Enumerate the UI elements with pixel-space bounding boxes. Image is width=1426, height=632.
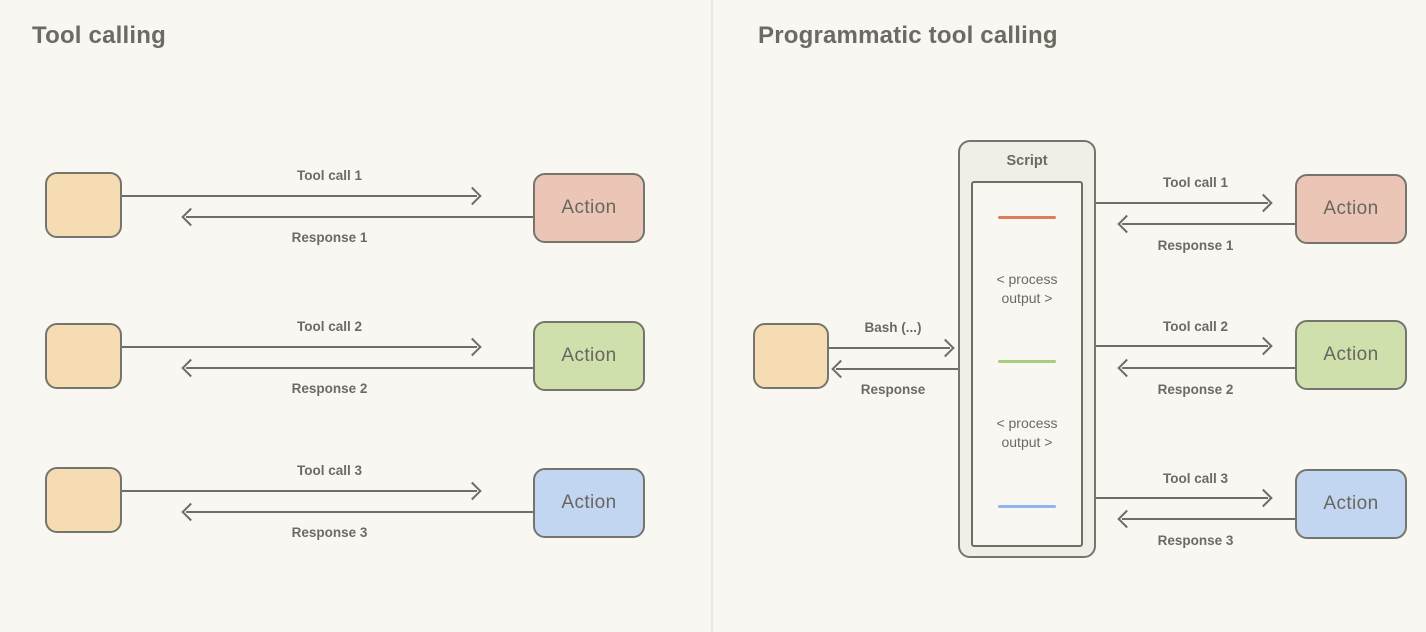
action-box: Action — [1295, 469, 1407, 539]
tool-call-arrow-icon — [122, 346, 477, 348]
tool-call-label: Tool call 3 — [1162, 471, 1228, 486]
agent-box — [753, 323, 829, 389]
agent-box — [45, 323, 122, 389]
tool-call-arrow-icon — [1096, 202, 1268, 204]
tool-call-label: Tool call 3 — [296, 463, 362, 478]
action-box: Action — [533, 321, 645, 391]
code-snippet-orange-icon — [998, 216, 1056, 219]
tool-call-label: Tool call 1 — [296, 168, 362, 183]
bash-call-label: Bash (...) — [864, 320, 922, 335]
code-snippet-blue-icon — [998, 505, 1056, 508]
response-arrow-icon — [1122, 223, 1295, 225]
agent-box — [45, 467, 122, 533]
response-arrow-icon — [1122, 518, 1295, 520]
tool-call-arrow-icon — [1096, 345, 1268, 347]
response-arrow-icon — [186, 511, 537, 513]
response-label: Response 1 — [291, 230, 368, 245]
tool-call-label: Tool call 1 — [1162, 175, 1228, 190]
tool-call-label: Tool call 2 — [296, 319, 362, 334]
right-panel-title: Programmatic tool calling — [758, 22, 1058, 49]
script-code-panel: < process output > < process output > — [971, 181, 1083, 547]
response-label: Response 3 — [291, 525, 368, 540]
process-output-text: < process output > — [996, 271, 1058, 306]
response-label: Response 3 — [1157, 533, 1234, 548]
script-title: Script — [1006, 153, 1048, 169]
action-box: Action — [1295, 174, 1407, 244]
response-label: Response 1 — [1157, 238, 1234, 253]
agent-box — [45, 172, 122, 238]
bash-arrow-icon — [828, 347, 950, 349]
code-snippet-green-icon — [998, 360, 1056, 363]
tool-call-arrow-icon — [122, 195, 477, 197]
tool-call-arrow-icon — [1096, 497, 1268, 499]
left-panel-title: Tool calling — [32, 22, 166, 49]
action-box: Action — [533, 173, 645, 243]
response-label: Response 2 — [1157, 382, 1234, 397]
response-arrow-icon — [1122, 367, 1295, 369]
tool-call-arrow-icon — [122, 490, 477, 492]
script-response-arrow-icon — [836, 368, 958, 370]
response-label: Response 2 — [291, 381, 368, 396]
action-box: Action — [533, 468, 645, 538]
response-arrow-icon — [186, 216, 537, 218]
response-arrow-icon — [186, 367, 537, 369]
tool-call-label: Tool call 2 — [1162, 319, 1228, 334]
script-box: Script < process output > < process outp… — [958, 140, 1096, 558]
script-response-label: Response — [860, 382, 926, 397]
process-output-text: < process output > — [996, 415, 1058, 450]
action-box: Action — [1295, 320, 1407, 390]
panel-divider — [711, 0, 713, 632]
